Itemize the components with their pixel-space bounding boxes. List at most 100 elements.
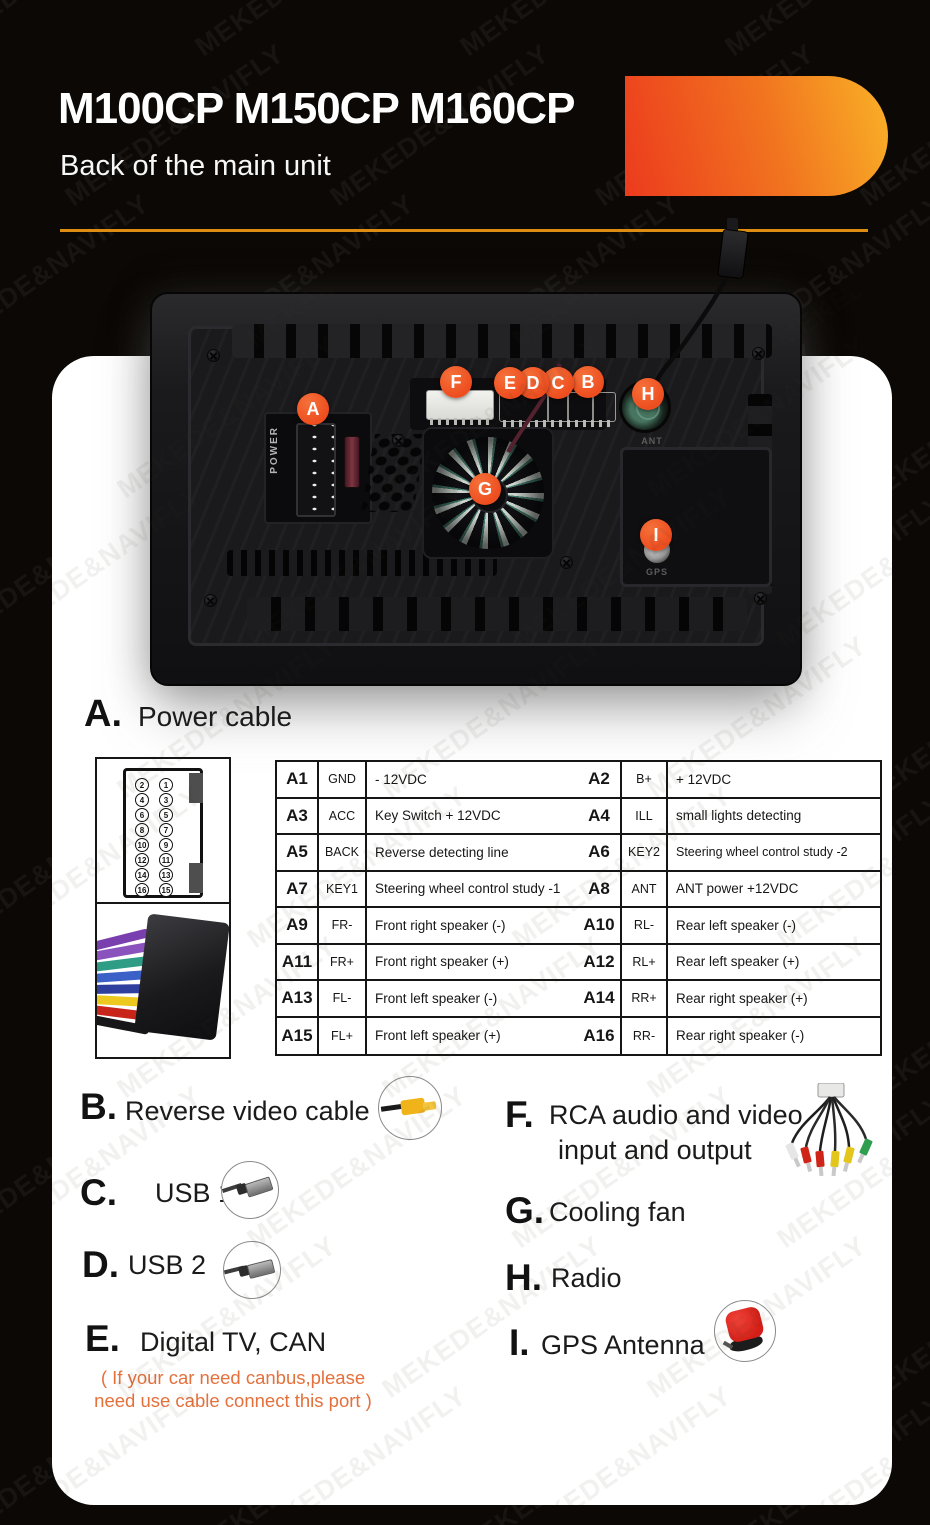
pin-number: 8: [135, 823, 149, 837]
gps-port-label: GPS: [645, 567, 668, 577]
pin-id: A13: [277, 981, 319, 1016]
legend-c-letter: C.: [80, 1172, 117, 1213]
pin-number: 14: [135, 868, 149, 882]
pin-name: ILL: [622, 798, 668, 833]
legend-e-letter: E.: [85, 1318, 120, 1359]
pin-number: 1: [159, 778, 173, 792]
pin-id: A5: [277, 835, 319, 870]
pin-id: A7: [277, 871, 319, 906]
pin-name: ACC: [319, 798, 367, 833]
usb-connector-icon: [221, 1161, 279, 1219]
badge-a: A: [297, 393, 329, 425]
rca-yellow-plug-icon: [378, 1076, 442, 1140]
pin-desc: Front left speaker (+): [375, 1028, 501, 1044]
legend-f-letter: F.: [505, 1094, 534, 1135]
pin-number: 7: [159, 823, 173, 837]
pin-desc: Front right speaker (+): [375, 954, 509, 970]
cooling-fan: [422, 427, 554, 559]
screw-icon: [752, 347, 765, 360]
pin-id: A2: [578, 762, 622, 797]
pin-diagram: 2 1 4 3 6 5 8 7 10 9 12 11 14 13 16 15: [97, 759, 229, 904]
pin-number: 15: [159, 883, 173, 897]
pin-name: KEY2: [622, 835, 668, 870]
pin-id: A6: [578, 835, 622, 870]
connector-outline: 2 1 4 3 6 5 8 7 10 9 12 11 14 13 16 15: [123, 768, 203, 898]
legend-d-letter: D.: [82, 1244, 119, 1285]
header-divider: [60, 229, 868, 232]
usb-connector-icon: [223, 1241, 281, 1299]
legend-i-letter: I.: [509, 1322, 530, 1363]
pin-name: KEY1: [319, 871, 367, 906]
pin-name: FR+: [319, 944, 367, 979]
connector-f-socket: [426, 390, 494, 425]
pin-desc: Reverse detecting line: [375, 844, 509, 860]
pin-name: RL+: [622, 944, 668, 979]
pin-id: A15: [277, 1017, 319, 1054]
connector-housing: [134, 913, 229, 1041]
gps-antenna-icon: [714, 1300, 776, 1362]
pin-name: GND: [319, 762, 367, 797]
badge-e: E: [494, 367, 526, 399]
pin-desc: Front right speaker (-): [375, 917, 506, 933]
pin-id: A1: [277, 762, 319, 797]
device-bottom-vent-slots: [247, 597, 747, 631]
pin-id: A10: [578, 908, 622, 943]
legend-g-label: Cooling fan: [549, 1197, 686, 1227]
pin-name: BACK: [319, 835, 367, 870]
pin-number: 12: [135, 853, 149, 867]
pin-number: 4: [135, 793, 149, 807]
usb-shell: [246, 1259, 276, 1279]
pin-desc: Key Switch + 12VDC: [375, 808, 501, 824]
canbus-note-line1: ( If your car need canbus,please: [100, 1367, 366, 1388]
screw-icon: [207, 349, 220, 362]
legend-h-label: Radio: [551, 1263, 622, 1293]
pin-id: A3: [277, 798, 319, 833]
legend-h-letter: H.: [505, 1257, 542, 1298]
legend-i-label: GPS Antenna: [541, 1330, 705, 1360]
pin-number: 9: [159, 838, 173, 852]
screw-icon: [754, 592, 767, 605]
pin-desc: - 12VDC: [375, 771, 427, 787]
connector-notch: [189, 773, 203, 803]
pin-id: A12: [578, 944, 622, 979]
pin-number: 6: [135, 808, 149, 822]
pin-name: FL+: [319, 1017, 367, 1054]
pin-desc: Steering wheel control study -1: [375, 881, 561, 897]
power-connector-figure: 2 1 4 3 6 5 8 7 10 9 12 11 14 13 16 15: [95, 757, 231, 1059]
pin-name: FR-: [319, 908, 367, 943]
badge-h: H: [632, 378, 664, 410]
canbus-note-line2: need use cable connect this port ): [94, 1390, 372, 1411]
pin-number: 2: [135, 778, 149, 792]
connector-edcb-sockets: [499, 392, 616, 427]
pin-name: ANT: [622, 871, 668, 906]
pin-name: RR+: [622, 981, 668, 1016]
pin-id: A4: [578, 798, 622, 833]
legend-f-label-line1: RCA audio and video: [549, 1100, 803, 1130]
pin-desc: Front left speaker (-): [375, 990, 498, 1006]
page-title: M100CP M150CP M160CP: [58, 84, 575, 133]
pin-number-grid: 2 1 4 3 6 5 8 7 10 9 12 11 14 13 16 15: [135, 778, 174, 897]
screw-icon: [204, 594, 217, 607]
pin-desc: + 12VDC: [676, 771, 732, 787]
pin-desc: Rear right speaker (+): [676, 990, 808, 1006]
pin-id: A16: [578, 1017, 622, 1054]
pin-number: 16: [135, 883, 149, 897]
pin-id: A11: [277, 944, 319, 979]
power-socket: POWER: [264, 412, 372, 524]
ant-port-label: ANT: [641, 436, 663, 446]
badge-i: I: [640, 519, 672, 551]
badge-b: B: [572, 366, 604, 398]
